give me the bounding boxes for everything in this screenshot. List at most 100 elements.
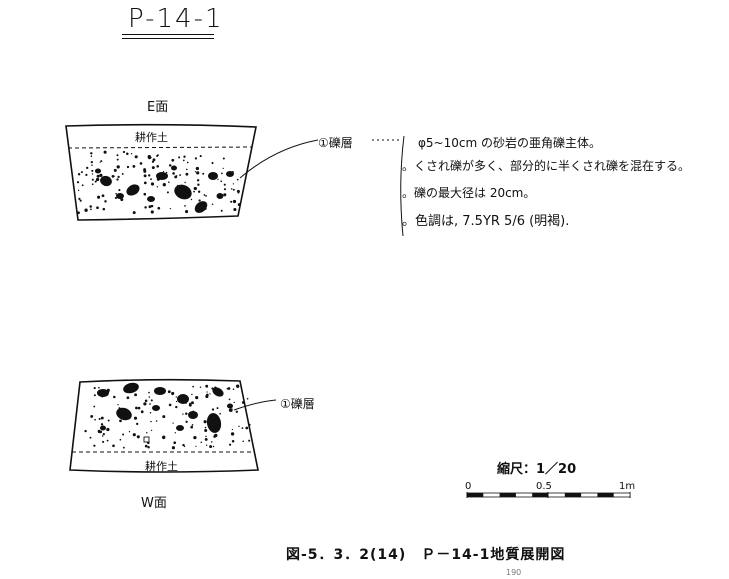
gravel-dot <box>89 205 92 208</box>
gravel-dot <box>162 415 166 419</box>
gravel-dot <box>209 393 211 395</box>
gravel-dot <box>211 203 214 206</box>
gravel-dot <box>149 412 152 414</box>
gravel-dot <box>219 412 221 415</box>
gravel-dot <box>134 155 138 159</box>
gravel-dot <box>191 401 194 405</box>
east-soil-label: 耕作土 <box>135 131 168 144</box>
gravel-dot <box>157 206 161 210</box>
gravel-dot <box>230 200 233 203</box>
gravel-dot <box>184 205 186 207</box>
gravel-dot <box>144 444 148 448</box>
gravel-dot <box>232 388 235 390</box>
gravel-dot <box>202 172 205 175</box>
gravel-dot <box>190 425 194 429</box>
gravel-dot <box>182 159 185 162</box>
gravel-dot <box>115 192 117 195</box>
gravel-dot <box>90 160 93 164</box>
gravel-dot <box>151 166 155 170</box>
gravel-dot <box>143 169 147 173</box>
layer-note-4: 。色調は, 7.5YR 5/6 (明褐). <box>402 214 570 229</box>
gravel-dot <box>175 405 178 409</box>
gravel-dot <box>204 426 207 429</box>
gravel-dot <box>214 433 218 438</box>
gravel-dot <box>222 167 224 170</box>
gravel-dot <box>186 168 188 171</box>
gravel-dot <box>242 440 244 443</box>
gravel-dot <box>98 417 101 421</box>
gravel-dot <box>204 428 208 433</box>
gravel-dot <box>156 165 159 168</box>
gravel-dot <box>99 173 103 178</box>
gravel-dot <box>107 419 110 422</box>
gravel-dot <box>143 174 147 178</box>
gravel-dot <box>171 446 175 450</box>
gravel-dot <box>204 437 208 441</box>
gravel-dot <box>122 150 126 154</box>
gravel-dot <box>77 211 80 214</box>
gravel-dot <box>233 207 237 212</box>
gravel-dot <box>223 183 226 186</box>
gravel-dot <box>199 386 202 388</box>
gravel-dot <box>146 431 148 434</box>
gravel-dot <box>94 180 97 183</box>
figure-title: P-14-1 <box>128 4 224 34</box>
gravel-dot <box>113 175 115 177</box>
gravel-dot <box>143 192 147 196</box>
gravel-dot <box>102 207 106 211</box>
gravel-dot <box>147 445 150 449</box>
west-face-section <box>69 378 277 473</box>
title-double-underline <box>122 38 214 39</box>
gravel-dot <box>148 174 151 177</box>
gravel-dot <box>230 188 233 190</box>
gravel-dot <box>237 192 240 194</box>
gravel-dot <box>205 195 207 197</box>
gravel-dot <box>175 396 177 398</box>
scale-tick-label-1m: 1m <box>619 481 636 492</box>
gravel-dot <box>230 408 233 411</box>
gravel-dot <box>122 433 125 436</box>
gravel-dot <box>132 433 136 437</box>
gravel-dot <box>150 210 154 214</box>
gravel-dot <box>81 184 84 187</box>
layer-note-2: 。くされ礫が多く、部分的に半くされ礫を混在する。 <box>402 159 691 173</box>
gravel-dot <box>114 169 117 172</box>
gravel-dot <box>236 384 240 388</box>
gravel-dot <box>174 432 176 434</box>
gravel-dot <box>117 175 120 179</box>
gravel-dot <box>152 158 156 162</box>
gravel-dot <box>245 426 249 430</box>
gravel-dot <box>149 403 151 405</box>
gravel-dot <box>183 155 186 158</box>
gravel-dot <box>212 445 215 448</box>
east-gravel-clasts <box>95 165 234 213</box>
gravel-dot <box>172 422 174 424</box>
gravel-dot <box>97 195 101 199</box>
gravel-dot <box>116 158 119 161</box>
gravel-dot <box>195 445 197 448</box>
gravel-dot <box>191 424 194 426</box>
gravel-dot <box>185 172 189 176</box>
gravel-dot <box>106 429 108 431</box>
gravel-dot <box>147 155 151 159</box>
gravel-dot <box>221 172 223 175</box>
gravel-dot <box>237 203 241 207</box>
gravel-dot <box>168 164 172 167</box>
gravel-dot <box>179 174 182 176</box>
gravel-dot <box>193 190 195 193</box>
gravel-dot <box>222 157 225 160</box>
gravel-dot <box>134 393 138 397</box>
west-leader-line <box>233 399 277 411</box>
gravel-dot <box>86 166 89 170</box>
gravel-dot <box>194 157 197 160</box>
gravel-dot <box>196 171 200 175</box>
gravel-dot <box>135 406 138 410</box>
gravel-dot <box>90 208 92 211</box>
gravel-dot <box>91 164 93 166</box>
gravel-dot <box>79 199 82 202</box>
gravel-dot <box>136 422 139 426</box>
gravel-dot <box>90 414 94 418</box>
gravel-dot <box>78 197 81 200</box>
gravel-dot <box>128 431 131 433</box>
